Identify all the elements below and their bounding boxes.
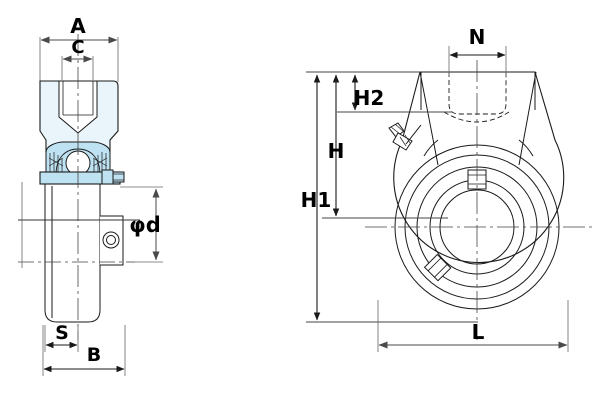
label-H1: H1: [301, 188, 332, 212]
hidden-slot-outline: [448, 72, 507, 115]
centerlines-right: [365, 60, 595, 340]
dim-ext-lines-A: [39, 37, 119, 82]
dim-ext-lines-N: [448, 46, 507, 76]
right-front-face-view: [306, 46, 595, 352]
label-N: N: [469, 25, 486, 49]
dim-ref-lines-vertical-set: [306, 71, 478, 323]
label-S: S: [55, 322, 69, 344]
dim-ext-lines-C: [61, 56, 94, 80]
bracket-rib-lines: [419, 71, 537, 166]
dim-ext-lines-B: [42, 325, 126, 376]
label-A: A: [70, 14, 86, 38]
grease-fitting-icon: [388, 122, 422, 151]
bearing-seal-left: [48, 152, 64, 172]
flange-set-screw: [101, 169, 125, 185]
shaft-column-body: [44, 184, 101, 323]
set-screw-lower-left: [423, 253, 452, 282]
label-B: B: [87, 344, 101, 366]
dim-ext-lines-L: [377, 300, 569, 352]
left-side-section-view: [18, 34, 163, 376]
bearing-seal-right: [92, 152, 108, 172]
label-H: H: [328, 139, 345, 163]
label-C: C: [71, 37, 84, 58]
dim-ext-lines-S: [44, 325, 79, 352]
dim-ext-lines-phid: [120, 186, 163, 263]
label-L: L: [472, 320, 485, 344]
column-side-block: [100, 215, 124, 266]
label-phi-d: φd: [129, 213, 160, 237]
dimension-labels: A C φd S B N H2 H H1 L: [55, 14, 485, 366]
label-H2: H2: [354, 86, 385, 110]
top-bracket-block: [420, 71, 536, 110]
